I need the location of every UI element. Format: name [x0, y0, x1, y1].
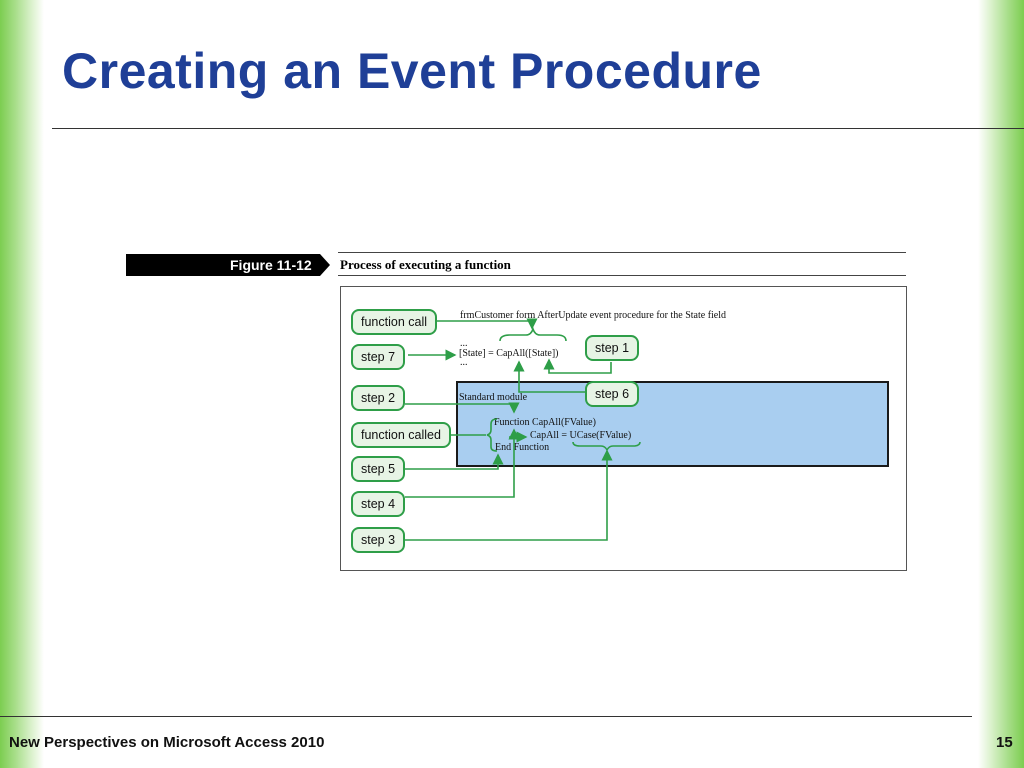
left-decorative-bar [0, 0, 44, 768]
function-body-line: CapAll = UCase(FValue) [530, 430, 632, 441]
page-number: 15 [996, 734, 1013, 751]
step6-pill: step 6 [585, 381, 640, 407]
right-decorative-bar [978, 0, 1024, 768]
step4-pill: step 4 [351, 491, 406, 517]
title-divider [52, 128, 1024, 129]
footer-divider [0, 716, 972, 717]
figure-rule-bottom [338, 275, 906, 276]
figure-label-arrow [320, 254, 330, 276]
figure-label: Figure 11-12 [230, 257, 312, 273]
assignment-line: [State] = CapAll([State]) [459, 348, 559, 359]
ellipsis-top: ... [460, 338, 468, 349]
step7-pill: step 7 [351, 344, 406, 370]
slide-title: Creating an Event Procedure [62, 43, 762, 99]
end-function-line: End Function [495, 442, 550, 453]
step5-pill: step 5 [351, 456, 406, 482]
standard-module-label: Standard module [459, 392, 528, 403]
form-header-text: frmCustomer form AfterUpdate event proce… [460, 310, 727, 321]
step3-pill: step 3 [351, 527, 406, 553]
function-line: Function CapAll(FValue) [494, 417, 596, 428]
step2-pill: step 2 [351, 385, 406, 411]
step1-pill: step 1 [585, 335, 640, 361]
figure-caption: Process of executing a function [340, 257, 511, 272]
function-called-pill: function called [351, 422, 451, 448]
figure-header: Figure 11-12 Process of executing a func… [126, 252, 906, 276]
figure-rule-top [338, 252, 906, 253]
ellipsis-bottom: ... [460, 357, 468, 368]
footer-text: New Perspectives on Microsoft Access 201… [9, 734, 325, 751]
figure-label-background [126, 254, 320, 276]
function-call-pill: function call [351, 309, 438, 335]
